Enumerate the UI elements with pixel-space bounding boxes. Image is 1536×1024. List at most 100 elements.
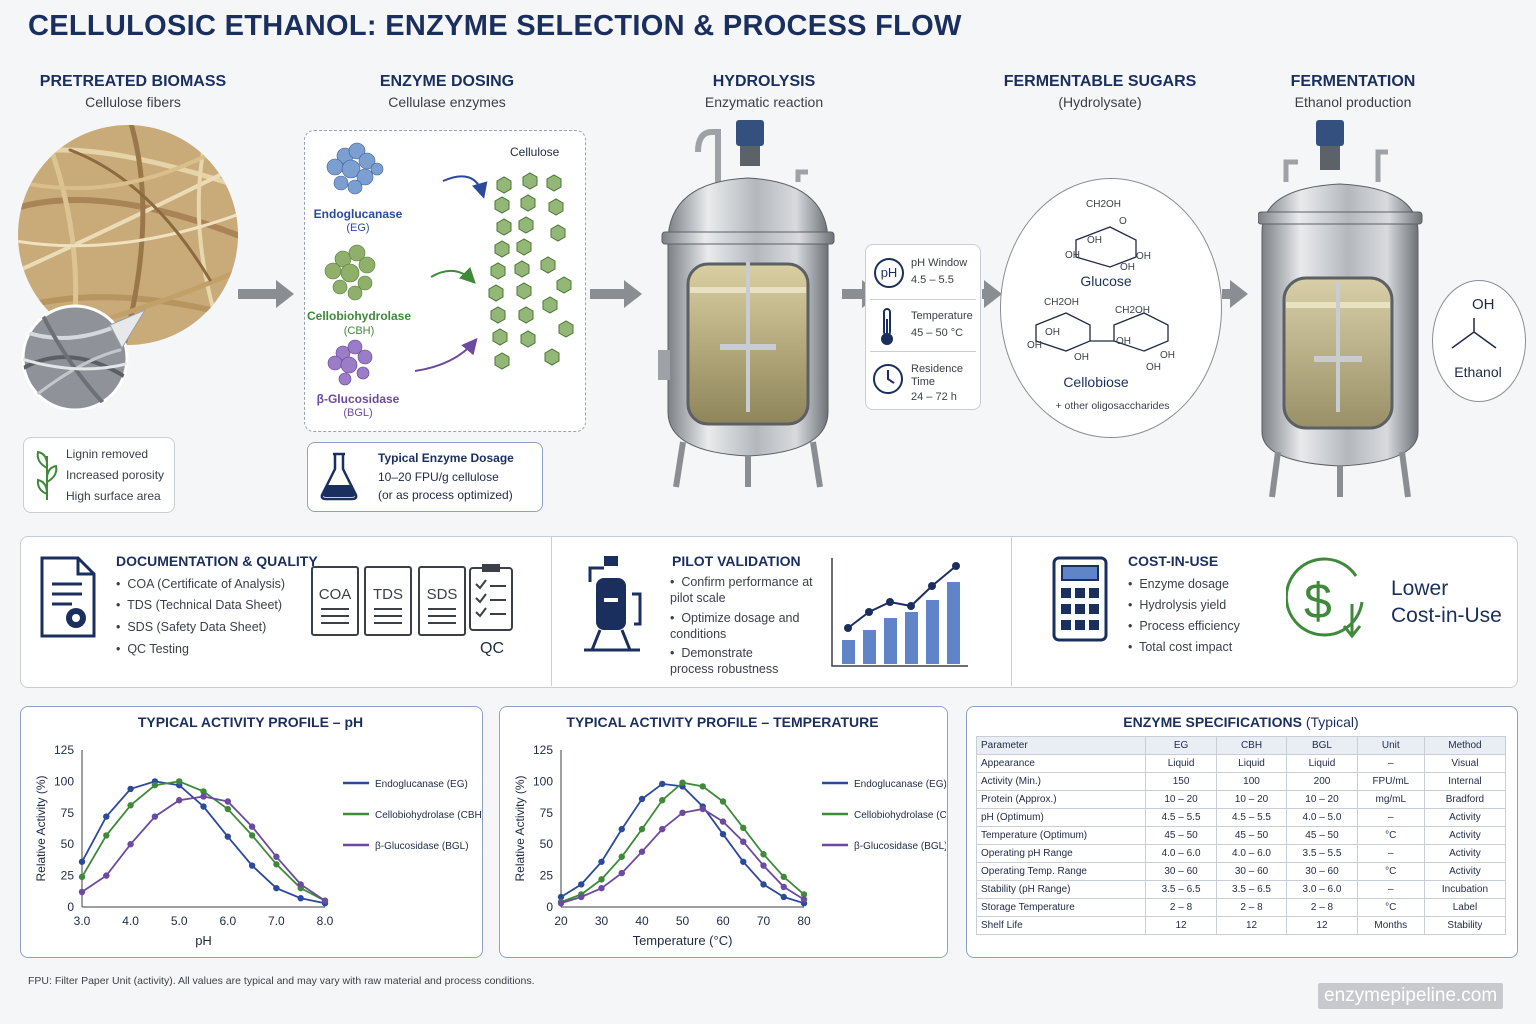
x-axis-label: Temperature (°C): [633, 933, 733, 948]
table-cell: Activity (Min.): [975, 772, 1147, 791]
cellobiose-oh: OH: [1146, 362, 1161, 373]
data-point: [248, 862, 256, 869]
table-cell: 3.0 – 6.0: [1286, 880, 1358, 899]
enzyme-eg-name: Endoglucanase: [313, 207, 403, 221]
table-cell: Protein (Approx.): [975, 790, 1147, 809]
table-cell: 30 – 60: [1286, 862, 1358, 881]
x-tick-label: 6.0: [219, 914, 236, 928]
leaf-icon: [36, 450, 58, 500]
table-cell: Operating Temp. Range: [975, 862, 1147, 881]
cost-item: • Process efficiency: [1128, 619, 1240, 633]
stage-title-sugars: FERMENTABLE SUGARS: [1003, 73, 1197, 90]
data-point: [200, 793, 207, 800]
legend-label: Endoglucanase (EG): [375, 779, 468, 790]
data-point: [248, 823, 256, 830]
glucose-oh: OH: [1065, 250, 1080, 261]
table-cell: 30 – 60: [1215, 862, 1288, 881]
spec-table-header: Unit: [1356, 736, 1425, 755]
data-point: [273, 853, 280, 860]
qc-label: QC: [480, 640, 504, 657]
data-point: [780, 893, 787, 901]
data-point: [103, 813, 110, 820]
table-cell: 10 – 20: [1215, 790, 1288, 809]
data-point: [618, 825, 625, 833]
pilot-item: • Optimize dosage and conditions: [670, 611, 800, 641]
data-point: [719, 818, 727, 825]
cellobiose-oh: OH: [1160, 350, 1175, 361]
stage-subtitle-biomass: Cellulose fibers: [85, 94, 181, 110]
data-point: [200, 803, 207, 810]
x-tick-label: 70: [757, 914, 771, 928]
flow-arrow: [238, 280, 294, 308]
data-point: [273, 884, 280, 892]
pilot-title: PILOT VALIDATION: [672, 553, 801, 569]
x-tick-label: 60: [716, 914, 730, 928]
data-point: [659, 780, 666, 788]
stage-subtitle-sugars: (Hydrolysate): [1058, 94, 1142, 110]
cellobiose-oh: OH: [1027, 340, 1042, 351]
y-tick-label: 100: [54, 774, 74, 788]
enzyme-cbh-abbr: (CBH): [343, 325, 375, 337]
table-cell: Stability (pH Range): [975, 880, 1147, 899]
data-point: [598, 876, 605, 883]
data-point: [127, 841, 134, 848]
series-line: [560, 808, 805, 905]
table-cell: 4.0 – 6.0: [1145, 844, 1217, 863]
table-cell: –: [1356, 808, 1425, 827]
table-cell: 45 – 50: [1215, 826, 1288, 845]
spec-table-title: ENZYME SPECIFICATIONS (Typical): [1123, 714, 1359, 730]
table-cell: Operating pH Range: [975, 844, 1147, 863]
table-cell: 30 – 60: [1145, 862, 1217, 881]
stage-subtitle-fermentation: Ethanol production: [1294, 94, 1412, 110]
middle-info-panel: [20, 536, 1518, 688]
table-cell: °C: [1356, 898, 1425, 917]
legend-label: β-Glucosidase (BGL): [375, 841, 469, 852]
biomass-note: Increased porosity: [66, 468, 165, 482]
table-cell: Activity: [1423, 844, 1507, 863]
table-cell: Activity: [1423, 862, 1507, 881]
table-cell: 4.0 – 5.0: [1286, 808, 1358, 827]
table-cell: Appearance: [975, 754, 1147, 773]
oligosaccharides-label: + other oligosaccharides: [1055, 400, 1170, 412]
condition-ph-label: pH Window: [911, 257, 968, 269]
table-cell: Shelf Life: [975, 916, 1147, 935]
table-cell: Stability: [1423, 916, 1507, 935]
data-point: [679, 809, 686, 816]
cellobiose-oh: OH: [1045, 327, 1060, 338]
data-point: [800, 896, 808, 903]
table-cell: Storage Temperature: [975, 898, 1147, 917]
data-point: [176, 797, 183, 804]
table-cell: 4.0 – 6.0: [1215, 844, 1288, 863]
data-point: [760, 862, 767, 869]
spec-table-header: CBH: [1215, 736, 1288, 755]
legend-label: Endoglucanase (EG): [854, 779, 946, 790]
cellobiose-oh: OH: [1116, 336, 1131, 347]
y-tick-label: 75: [540, 806, 554, 820]
legend-label: β-Glucosidase (BGL): [854, 841, 946, 852]
table-cell: Visual: [1423, 754, 1507, 773]
footnote: FPU: Filter Paper Unit (activity). All v…: [28, 975, 535, 987]
documentation-item: • SDS (Safety Data Sheet): [116, 620, 267, 634]
table-cell: 150: [1145, 772, 1217, 791]
table-cell: Activity: [1423, 826, 1507, 845]
data-point: [638, 795, 646, 803]
series-line: [81, 795, 326, 902]
series-line: [560, 782, 805, 905]
enzyme-bgl-abbr: (BGL): [343, 407, 373, 419]
condition-ph-value: 4.5 – 5.5: [911, 274, 954, 286]
table-cell: 3.5 – 6.5: [1145, 880, 1217, 899]
data-point: [297, 895, 304, 902]
glucose-oh: OH: [1136, 251, 1151, 262]
spec-table-header: BGL: [1286, 736, 1358, 755]
flow-arrow: [982, 280, 1002, 308]
hydrolysis-reactor: [658, 120, 835, 488]
pilot-item: • Confirm performance at pilot scale: [670, 575, 813, 605]
cellulose-label: Cellulose: [510, 145, 560, 159]
y-tick-label: 125: [54, 743, 74, 757]
stage-title-biomass: PRETREATED BIOMASS: [39, 73, 227, 90]
coa-document-icon: COA: [311, 566, 359, 636]
biomass-note: High surface area: [66, 489, 161, 503]
table-cell: 4.5 – 5.5: [1145, 808, 1217, 827]
stage-title-fermentation: FERMENTATION: [1290, 73, 1416, 90]
